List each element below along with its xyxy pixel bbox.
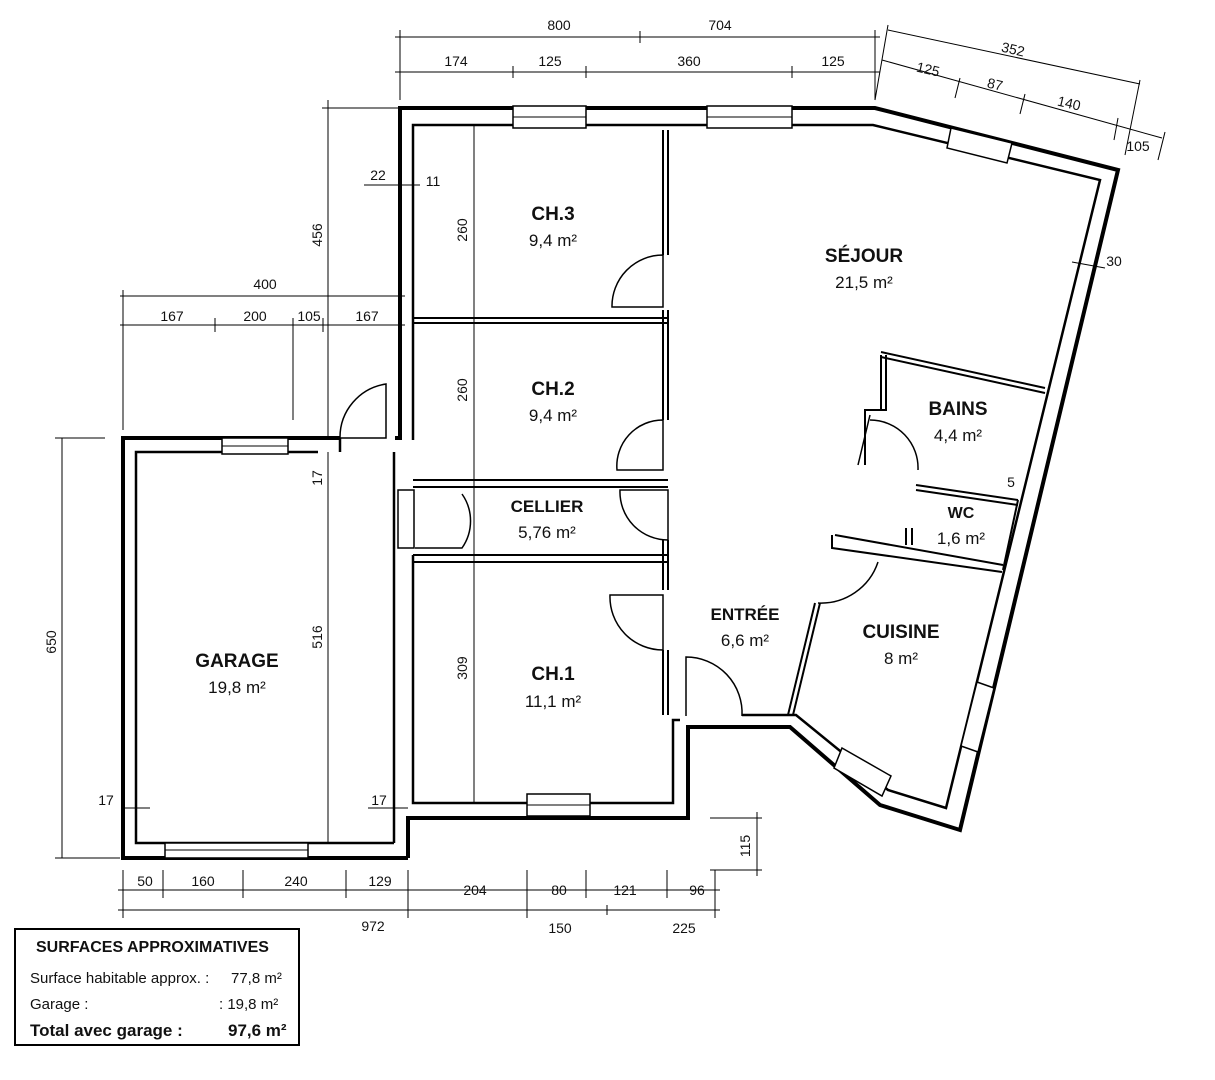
surfaces-legend: SURFACES APPROXIMATIVES Surface habitabl… <box>14 928 300 1046</box>
room-area-entree: 6,6 m² <box>721 631 770 650</box>
dim-label: 972 <box>361 918 385 934</box>
legend-total-label: Total avec garage : <box>30 1021 183 1040</box>
room-area-ch1: 11,1 m² <box>525 692 582 711</box>
dim-label: 121 <box>613 882 637 898</box>
window-cuisine-right <box>960 681 995 753</box>
room-area-garage: 19,8 m² <box>208 678 266 697</box>
dim-label: 204 <box>463 882 487 898</box>
dim-label: 516 <box>309 625 325 649</box>
dim-label: 352 <box>1000 39 1027 60</box>
dim-label: 260 <box>454 218 470 242</box>
dim-label: 174 <box>444 53 468 69</box>
dim-label: 17 <box>309 470 325 486</box>
dim-label: 96 <box>689 882 705 898</box>
dim-label: 129 <box>368 873 392 889</box>
dim-label: 360 <box>677 53 701 69</box>
dim-label: 167 <box>355 308 379 324</box>
dim-label: 5 <box>1007 474 1015 490</box>
room-area-ch3: 9,4 m² <box>529 231 578 250</box>
dimension-lines <box>55 24 1166 918</box>
door-garage <box>339 383 387 439</box>
dim-label: 105 <box>1126 138 1150 154</box>
door-cellier <box>619 489 669 541</box>
room-name-garage: GARAGE <box>195 651 278 672</box>
dim-label: 200 <box>243 308 267 324</box>
dim-label: 225 <box>672 920 696 936</box>
room-name-wc: WC <box>948 505 975 522</box>
room-area-ch2: 9,4 m² <box>529 406 578 425</box>
dim-label: 800 <box>547 17 571 33</box>
dim-label: 30 <box>1106 253 1122 269</box>
room-area-bains: 4,4 m² <box>934 426 983 445</box>
legend-habitable-label: Surface habitable approx. : <box>30 970 210 987</box>
dim-label: 22 <box>370 167 386 183</box>
door-entree <box>685 656 743 717</box>
dim-label: 80 <box>551 882 567 898</box>
dim-label: 125 <box>915 59 942 80</box>
dim-label: 240 <box>284 873 308 889</box>
dim-label: 140 <box>1056 93 1083 114</box>
dim-label: 650 <box>43 630 59 654</box>
dim-label: 125 <box>821 53 845 69</box>
room-area-cellier: 5,76 m² <box>518 523 576 542</box>
door-ch1 <box>609 594 664 651</box>
room-name-ch1: CH.1 <box>531 664 575 685</box>
windows <box>164 105 1013 859</box>
room-area-wc: 1,6 m² <box>937 529 986 548</box>
legend-habitable-value: 77,8 m² <box>231 970 282 987</box>
door-cellier-side <box>415 493 472 549</box>
window-sejour-diag <box>946 127 1013 164</box>
doors <box>339 254 919 717</box>
window-cuisine-bottom <box>833 746 892 798</box>
room-area-cuisine: 8 m² <box>884 649 918 668</box>
legend-total-value: 97,6 m² <box>228 1021 287 1040</box>
legend-title: SURFACES APPROXIMATIVES <box>36 939 269 956</box>
room-name-cellier: CELLIER <box>511 497 584 516</box>
dim-label: 167 <box>160 308 184 324</box>
dim-label: 11 <box>426 173 441 189</box>
dim-label: 87 <box>986 75 1005 94</box>
room-name-cuisine: CUISINE <box>862 622 939 643</box>
dim-label: 125 <box>538 53 562 69</box>
interior-partitions <box>413 125 1046 803</box>
dim-label: 260 <box>454 378 470 402</box>
dim-label: 400 <box>253 276 277 292</box>
window-cellier <box>397 489 415 549</box>
dim-label: 105 <box>297 308 321 324</box>
dimension-labels: 800 704 174 125 360 125 352 125 87 140 1… <box>43 17 1150 936</box>
dim-label: 115 <box>737 835 753 858</box>
room-name-entree: ENTRÉE <box>711 605 780 624</box>
dim-label: 17 <box>98 792 114 808</box>
legend-garage-label: Garage : <box>30 996 89 1013</box>
door-ch2 <box>616 419 664 471</box>
room-name-bains: BAINS <box>928 399 987 420</box>
dim-label: 456 <box>309 223 325 247</box>
dim-label: 17 <box>371 792 387 808</box>
door-ch3 <box>611 254 664 308</box>
dim-label: 309 <box>454 656 470 680</box>
dim-label: 704 <box>708 17 732 33</box>
room-name-ch2: CH.2 <box>531 379 574 400</box>
door-cuisine <box>817 561 879 604</box>
room-area-sejour: 21,5 m² <box>835 273 893 292</box>
room-labels: CH.3 9,4 m² CH.2 9,4 m² CELLIER 5,76 m² … <box>195 204 987 711</box>
dim-label: 150 <box>548 920 572 936</box>
dim-label: 50 <box>137 873 153 889</box>
room-name-ch3: CH.3 <box>531 204 574 225</box>
legend-garage-value: : 19,8 m² <box>219 996 279 1013</box>
door-bains <box>857 414 919 471</box>
dim-label: 160 <box>191 873 215 889</box>
room-name-sejour: SÉJOUR <box>825 245 903 267</box>
